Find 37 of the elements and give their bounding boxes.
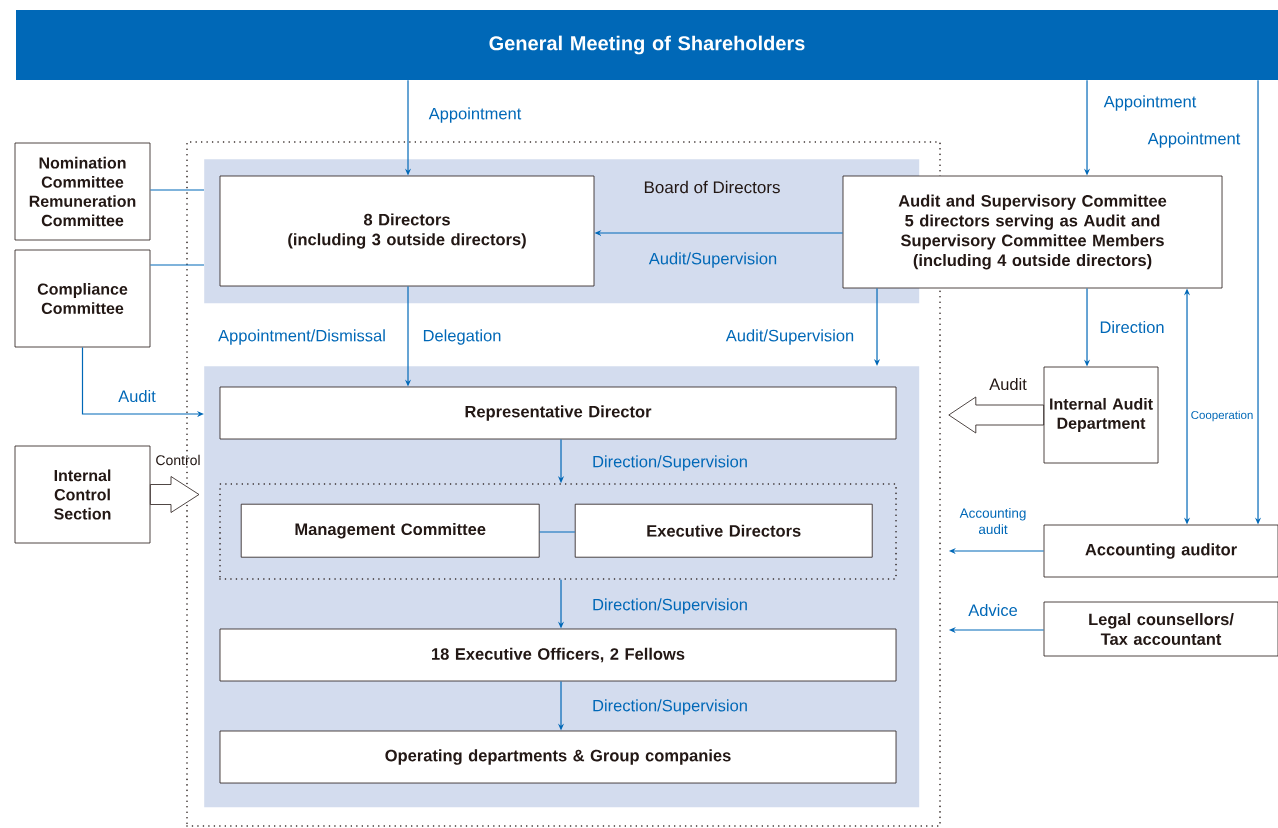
edge-label: Appointment <box>1103 95 1197 111</box>
org-box: Management Committee <box>240 503 540 558</box>
block-arrow <box>948 396 1044 434</box>
edge-label: Direction <box>1100 320 1164 334</box>
org-box: Legal counsellors/ Tax accountant <box>1043 601 1278 657</box>
connector-line <box>149 264 205 266</box>
edge-label: Direction/Supervision <box>593 455 747 471</box>
flow-label: Delegation <box>423 329 501 345</box>
org-box: Executive Directors <box>574 503 873 558</box>
edge-label: Accounting audit <box>959 507 1026 535</box>
dotted-frame <box>219 483 897 580</box>
edge-label: Audit <box>989 377 1027 391</box>
edge-label: Control <box>156 454 200 466</box>
edge-label: Cooperation <box>1191 410 1253 422</box>
org-box: Representative Director <box>219 386 897 440</box>
org-box: Internal Audit Department <box>1043 366 1159 464</box>
edge-label: Audit/Supervision <box>648 252 777 268</box>
edge-label: Advice <box>968 603 1018 617</box>
edge-label: Appointment/Dismissal <box>218 329 385 345</box>
banner: General Meeting of Shareholders <box>16 10 1278 80</box>
edge-label: Appointment <box>428 107 522 123</box>
connector-line <box>539 531 576 533</box>
edge-label: Direction/Supervision <box>593 598 747 614</box>
org-box: 18 Executive Officers, 2 Fellows <box>219 628 897 682</box>
edge-label: Audit/Supervision <box>725 329 854 345</box>
org-box: Audit and Supervisory Committee 5 directors serving as Audit and Supervisory Committee Members (including 4 outside directors) <box>842 175 1223 289</box>
edge-label: Audit <box>118 389 156 403</box>
block-arrow <box>150 476 200 513</box>
org-box: Compliance Committee <box>14 249 151 348</box>
org-box: Internal Control Section <box>14 445 151 544</box>
org-box: Nomination Committee Remuneration Committee <box>14 142 151 241</box>
org-box: 8 Directors (including 3 outside directors) <box>219 175 595 287</box>
org-box: Operating departments & Group companies <box>219 730 897 784</box>
edge-label: Direction/Supervision <box>593 699 747 715</box>
org-box: Accounting auditor <box>1043 524 1278 578</box>
connector-line <box>149 189 205 191</box>
edge-label: Appointment <box>1147 132 1241 148</box>
